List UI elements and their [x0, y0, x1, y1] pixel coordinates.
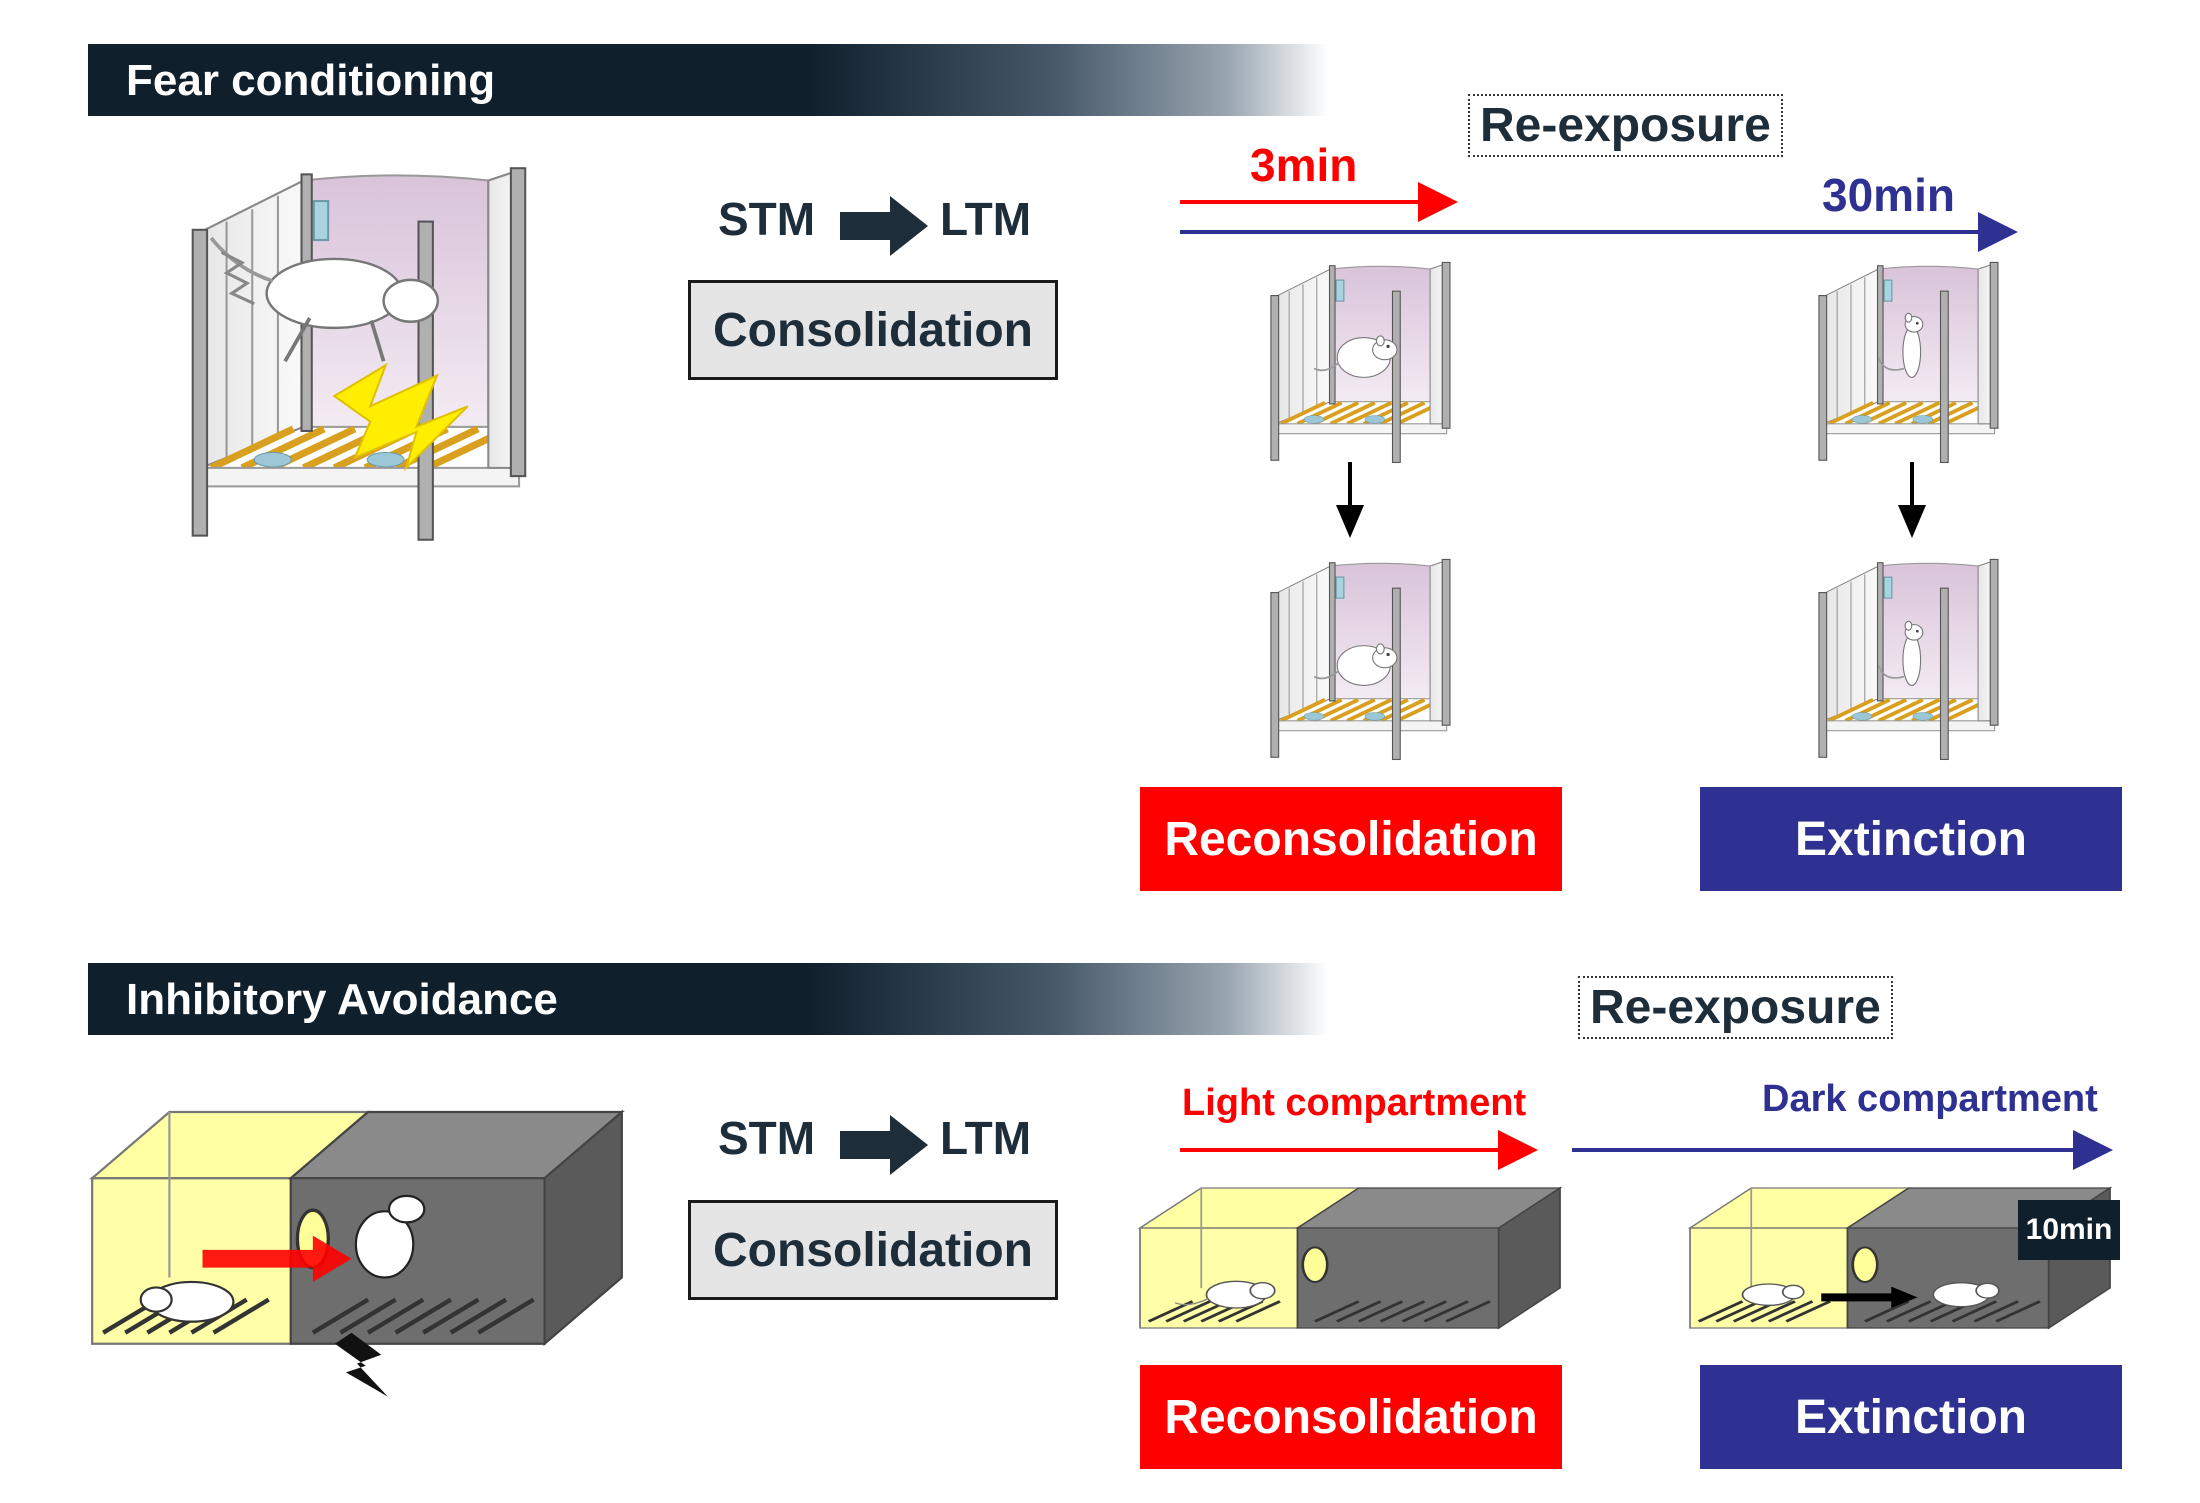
timer-label: 10min: [2025, 1213, 2113, 1246]
fear-reexposure-box: Re-exposure: [1468, 94, 1783, 157]
fear-conditioning-banner: Fear conditioning: [88, 44, 1328, 116]
avoidance-consolidation-box: Consolidation: [688, 1200, 1058, 1300]
avoidance-reconsolidation-label: Reconsolidation: [1164, 1390, 1538, 1444]
fear-3min-label: 3min: [1250, 139, 1358, 191]
fear-stm-ltm-row: STM: [718, 192, 815, 246]
avoidance-reexposure-label: Re-exposure: [1590, 981, 1881, 1034]
avoidance-dark-compartment-apparatus: [1688, 1186, 2112, 1330]
inhibitory-avoidance-banner: Inhibitory Avoidance: [88, 963, 1328, 1035]
fear-ltm-row: LTM: [940, 192, 1031, 246]
avoidance-reconsolidation-box: Reconsolidation: [1140, 1365, 1562, 1469]
avoidance-extinction-label: Extinction: [1794, 1390, 2027, 1444]
avoidance-stm-label: STM: [718, 1112, 816, 1164]
light-compartment-label: Light compartment: [1182, 1082, 1527, 1124]
fear-conditioning-chamber-illustration: [130, 160, 590, 550]
avoidance-extinction-box: Extinction: [1700, 1365, 2122, 1469]
fear-ltm-label: LTM: [940, 193, 1032, 245]
inhibitory-avoidance-title: Inhibitory Avoidance: [126, 975, 558, 1024]
fear-extinction-box: Extinction: [1700, 787, 2122, 891]
fear-consolidation-box: Consolidation: [688, 280, 1058, 380]
fear-30min-label: 30min: [1822, 169, 1955, 221]
avoidance-stm-ltm-arrow-icon: [840, 1115, 928, 1175]
fear-reconsolidation-box: Reconsolidation: [1140, 787, 1562, 891]
timer-badge: 10min: [2018, 1200, 2120, 1260]
avoidance-ltm-label: LTM: [940, 1112, 1032, 1164]
avoidance-stm-row: STM: [718, 1111, 815, 1165]
fear-consolidation-label: Consolidation: [713, 303, 1033, 357]
inhibitory-avoidance-apparatus-illustration: [92, 1112, 622, 1397]
avoidance-ltm-row: LTM: [940, 1111, 1031, 1165]
fear-reconsolidation-label: Reconsolidation: [1164, 812, 1538, 866]
fear-conditioning-title: Fear conditioning: [126, 56, 496, 105]
avoidance-consolidation-label: Consolidation: [713, 1223, 1033, 1277]
fear-reexposure-label: Re-exposure: [1480, 99, 1771, 152]
fear-stm-ltm-arrow-icon: [840, 196, 928, 256]
fear-stm-label: STM: [718, 193, 816, 245]
avoidance-light-compartment-apparatus: [1138, 1186, 1562, 1330]
avoidance-reexposure-box: Re-exposure: [1578, 976, 1893, 1039]
dark-compartment-label: Dark compartment: [1762, 1078, 2098, 1120]
fear-extinction-label: Extinction: [1794, 812, 2027, 866]
